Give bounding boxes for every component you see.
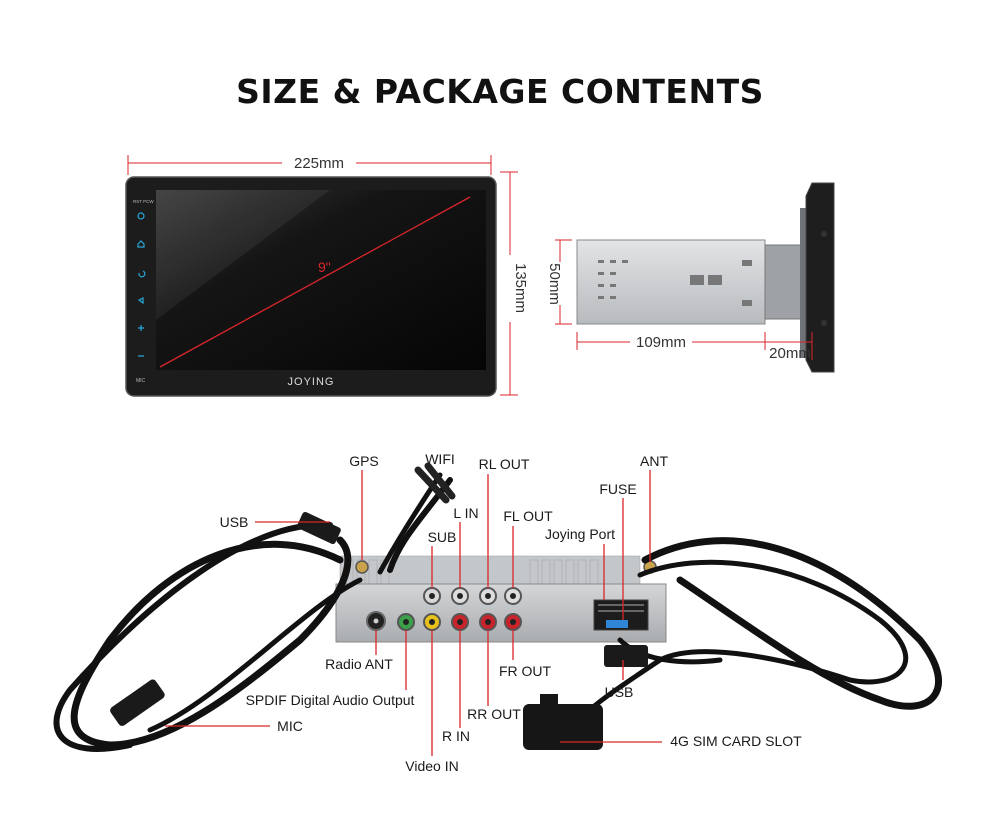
volume-up-icon (138, 325, 144, 331)
label-fl-out: FL OUT (503, 508, 553, 524)
power-icon (137, 212, 145, 220)
usb-plug-top (297, 511, 341, 545)
label-rl-out: RL OUT (479, 456, 530, 472)
label-video-in: Video IN (405, 758, 458, 774)
label-rr-out: RR OUT (467, 706, 521, 722)
side-buttons (137, 212, 146, 357)
label-wifi: WIFI (425, 451, 455, 467)
bracket-label: 20mm (769, 345, 811, 362)
diagonal-line (159, 196, 471, 368)
wifi-plug (414, 462, 456, 504)
usb-plug-bottom (604, 645, 648, 667)
chassis-vents (598, 260, 752, 306)
front-unit: 225mm 135mm 9" RST PCW MIC JOYING (125, 155, 529, 397)
label-usb-top: USB (220, 514, 249, 530)
label-mic: MIC (277, 718, 303, 734)
volume-icon (137, 297, 144, 305)
label-fuse: FUSE (599, 481, 636, 497)
label-r-in: R IN (442, 728, 470, 744)
connector-labels: GPS WIFI RL OUT ANT FUSE L IN FL OUT USB… (220, 451, 803, 774)
back-icon (138, 270, 146, 278)
fuse (606, 620, 628, 628)
label-spdif: SPDIF Digital Audio Output (246, 692, 415, 708)
diagonal-label: 9" (318, 259, 331, 275)
chassis-depth-label: 109mm (636, 334, 686, 351)
label-radio-ant: Radio ANT (325, 656, 393, 672)
label-gps: GPS (349, 453, 379, 469)
page-title: SIZE & PACKAGE CONTENTS (236, 72, 764, 111)
depth-height-label: 50mm (546, 263, 563, 305)
leader-lines (165, 470, 662, 756)
sim-card-box (523, 704, 603, 750)
back-panel (335, 555, 667, 643)
width-dimension: 225mm (127, 155, 492, 175)
mic-plug (110, 679, 165, 726)
label-fr-out: FR OUT (499, 663, 552, 679)
label-sub: SUB (428, 529, 457, 545)
side-unit: 50mm 109mm 20mm (546, 182, 835, 373)
rca-bottom-row (397, 613, 522, 631)
brand-logo: JOYING (288, 376, 335, 388)
height-label: 135mm (512, 263, 529, 313)
width-label: 225mm (294, 155, 344, 172)
label-usb-bottom: USB (605, 684, 634, 700)
label-ant: ANT (640, 453, 668, 469)
mic-hole-label: MIC (136, 378, 146, 384)
gps-port (355, 560, 369, 574)
label-l-in: L IN (453, 505, 478, 521)
label-joying-port: Joying Port (545, 526, 615, 542)
chassis-side (576, 239, 766, 325)
corner-label: RST PCW (133, 199, 154, 204)
home-icon (137, 240, 145, 248)
label-sim-slot: 4G SIM CARD SLOT (670, 733, 802, 749)
screen (156, 190, 486, 370)
height-dimension: 135mm (500, 171, 529, 396)
